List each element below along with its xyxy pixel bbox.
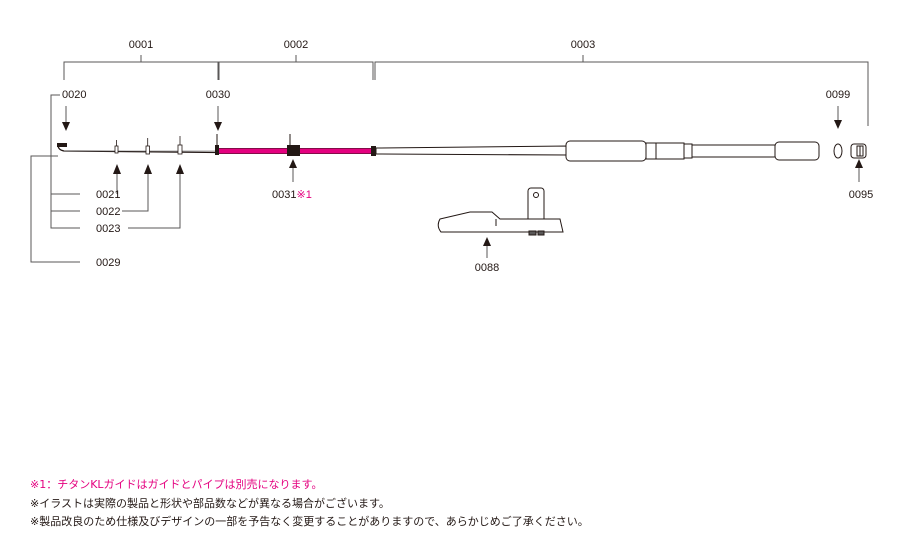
- note-titanium-guide: ※1：チタンKLガイドはガイドとパイプは別売になります。: [30, 478, 323, 491]
- guide-top: [57, 143, 67, 147]
- section-label-0002: 0002: [284, 39, 308, 51]
- rear-grip: [774, 141, 820, 161]
- middle-section-rod: [219, 134, 376, 156]
- section-label-0001: 0001: [129, 39, 153, 51]
- guide-0031: [287, 145, 300, 156]
- bracket-0001: [63, 55, 219, 80]
- section-brackets: [63, 55, 869, 126]
- tip-guides: [114, 136, 183, 155]
- left-leaders: [30, 94, 181, 263]
- note-illustration: ※イラストは実際の製品と形状や部品数などが異なる場合がございます。: [30, 497, 390, 510]
- part-label-0095: 0095: [849, 189, 873, 201]
- part-label-0031: 0031※1: [272, 189, 312, 201]
- part-label-0022: 0022: [96, 206, 120, 218]
- ferrule-0030: [215, 145, 219, 155]
- leader-arrows: [62, 106, 863, 258]
- oring-0099: [833, 143, 843, 159]
- reel-seat-0088: [437, 187, 564, 236]
- bracket-0003: [374, 55, 869, 126]
- note-spec-change: ※製品改良のため仕様及びデザインの一部を予告なく変更することがありますので、あら…: [30, 515, 589, 528]
- part-label-0021: 0021: [96, 189, 120, 201]
- bracket-0002: [218, 55, 374, 80]
- part-label-0030: 0030: [206, 89, 230, 101]
- part-label-0023: 0023: [96, 223, 120, 235]
- part-label-0029: 0029: [96, 257, 120, 269]
- butt-section-rod: [375, 140, 867, 162]
- part-label-0088: 0088: [475, 262, 499, 274]
- section-label-0003: 0003: [571, 39, 595, 51]
- part-label-0020: 0020: [62, 89, 86, 101]
- tip-section-rod: [57, 134, 219, 155]
- fore-grip: [565, 140, 647, 162]
- part-label-0099: 0099: [826, 89, 850, 101]
